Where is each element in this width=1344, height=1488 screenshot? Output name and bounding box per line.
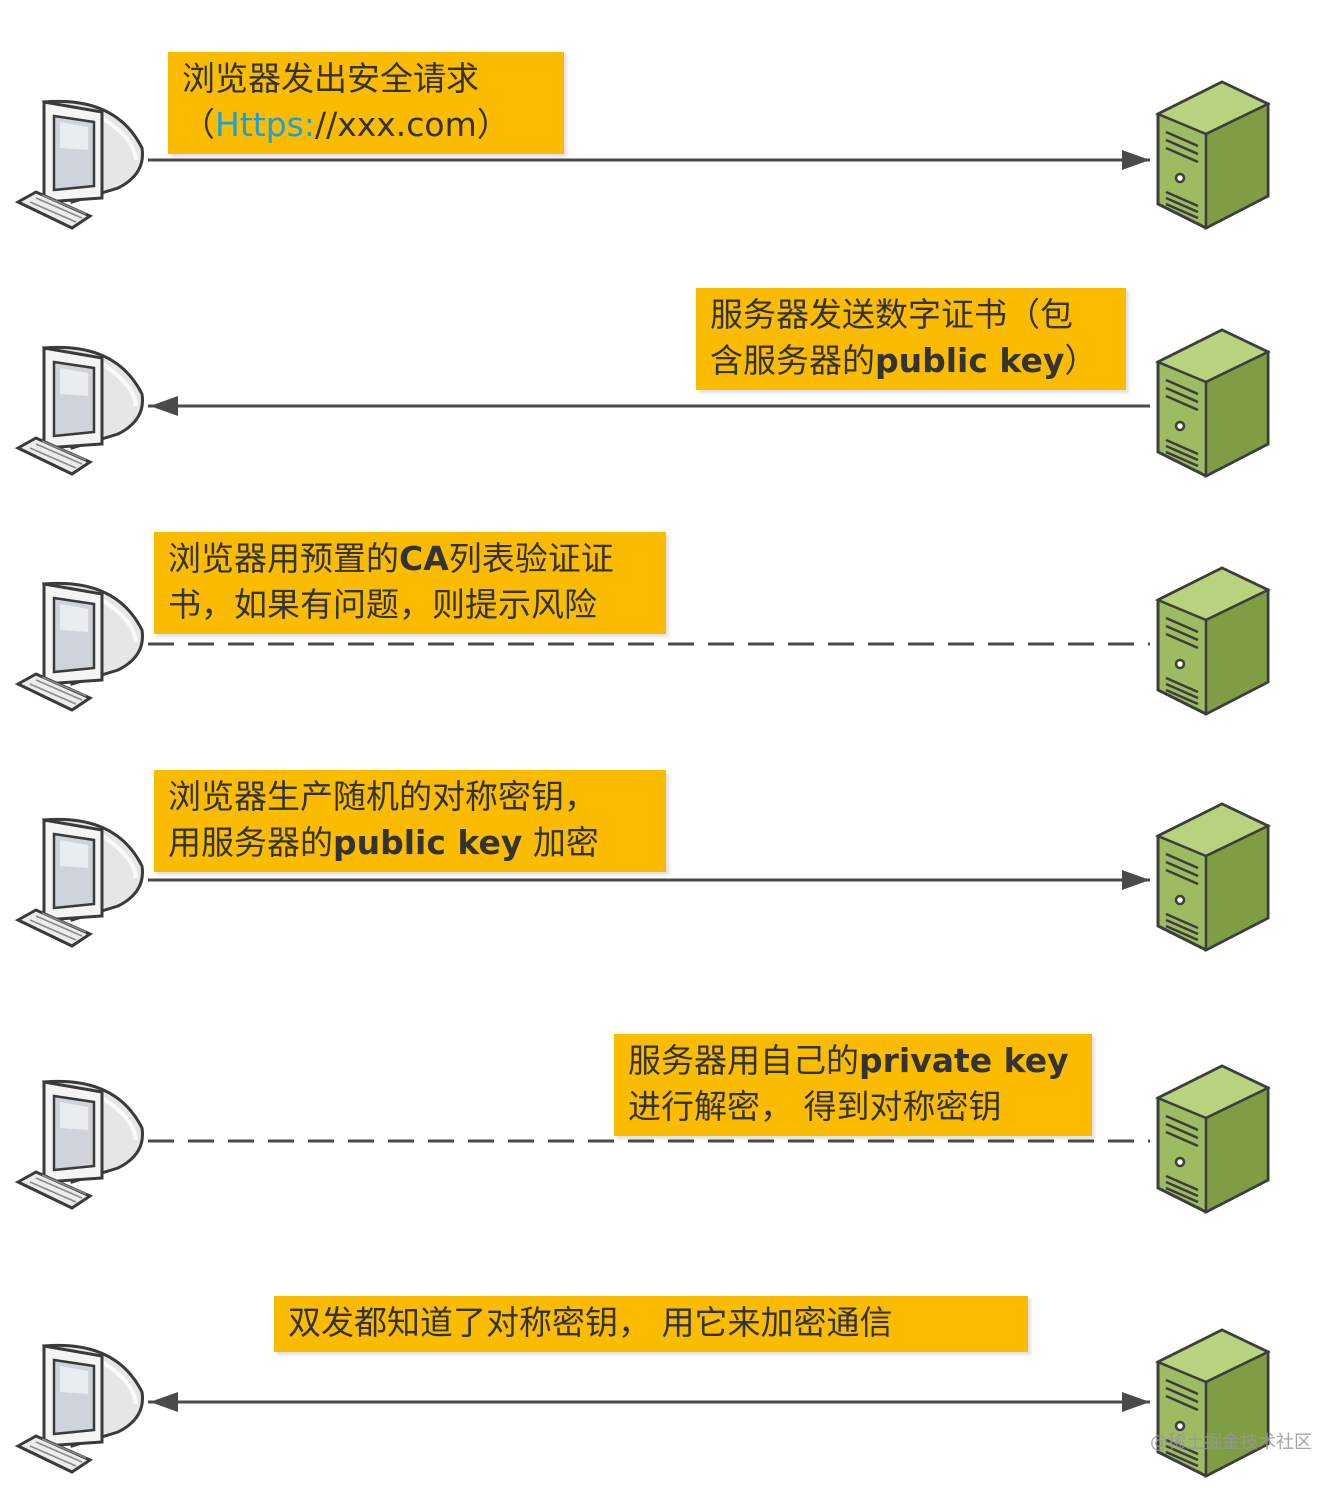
message-line xyxy=(148,870,1150,890)
client-computer-icon xyxy=(6,90,150,234)
message-line xyxy=(148,642,1150,646)
note-text: 用服务器的 xyxy=(168,823,333,862)
note-text: 加密 xyxy=(522,823,599,862)
arrowhead-right xyxy=(1122,1392,1150,1412)
client-computer-icon xyxy=(6,1334,150,1478)
note-text: 浏览器生产随机的对称密钥， xyxy=(168,777,597,816)
message-line xyxy=(148,396,1150,416)
server-icon xyxy=(1150,560,1276,720)
note-line: 进行解密， 得到对称密钥 xyxy=(628,1084,1078,1130)
message-line xyxy=(148,150,1150,170)
step-note: 浏览器生产随机的对称密钥， 用服务器的public key 加密 xyxy=(154,770,666,872)
note-text: public key xyxy=(333,823,523,862)
client-computer-icon xyxy=(6,336,150,480)
note-text: //xxx.com） xyxy=(314,105,510,144)
note-text: 双发都知道了对称密钥， 用它来加密通信 xyxy=(288,1303,893,1342)
note-line: 双发都知道了对称密钥， 用它来加密通信 xyxy=(288,1300,1014,1346)
message-line xyxy=(148,1392,1150,1412)
note-text: 浏览器用预置的 xyxy=(168,539,399,578)
client-computer-icon xyxy=(6,1070,150,1214)
note-text: CA xyxy=(399,539,449,578)
note-line: 浏览器用预置的CA列表验证证 xyxy=(168,536,652,582)
note-line: 书，如果有问题，则提示风险 xyxy=(168,582,652,628)
arrowhead-right xyxy=(1122,870,1150,890)
server-icon xyxy=(1150,1058,1276,1218)
client-computer-icon xyxy=(6,572,150,716)
note-line: 服务器用自己的private key xyxy=(628,1038,1078,1084)
arrowhead-left xyxy=(150,396,178,416)
note-text: 进行解密， 得到对称密钥 xyxy=(628,1087,1002,1126)
step-note: 服务器发送数字证书（包含服务器的public key） xyxy=(696,288,1126,390)
url-text: Https: xyxy=(215,105,315,144)
note-text: 服务器用自己的 xyxy=(628,1041,859,1080)
note-text: 服务器发送数字证书（包 xyxy=(710,295,1073,334)
note-line: 含服务器的public key） xyxy=(710,338,1112,384)
note-text: 书，如果有问题，则提示风险 xyxy=(168,585,597,624)
note-text: public key xyxy=(875,341,1065,380)
message-line xyxy=(148,1139,1150,1143)
arrowhead-left xyxy=(150,1392,178,1412)
note-text: 浏览器发出安全请求 xyxy=(182,59,479,98)
note-text: ） xyxy=(1064,341,1098,380)
note-line: （Https://xxx.com） xyxy=(182,102,550,148)
step-note: 浏览器用预置的CA列表验证证书，如果有问题，则提示风险 xyxy=(154,532,666,634)
watermark: @稀土掘金技术社区 xyxy=(1150,1432,1312,1453)
note-text: 列表验证证 xyxy=(448,539,614,578)
note-line: 服务器发送数字证书（包 xyxy=(710,292,1112,338)
arrowhead-right xyxy=(1122,150,1150,170)
client-computer-icon xyxy=(6,808,150,952)
note-text: （ xyxy=(182,105,215,144)
note-line: 浏览器发出安全请求 xyxy=(182,56,550,102)
note-text: 含服务器的 xyxy=(710,341,875,380)
server-icon xyxy=(1150,1322,1276,1482)
note-text: private key xyxy=(859,1041,1069,1080)
note-line: 用服务器的public key 加密 xyxy=(168,820,652,866)
step-note: 浏览器发出安全请求 （Https://xxx.com） xyxy=(168,52,564,154)
note-line: 浏览器生产随机的对称密钥， xyxy=(168,774,652,820)
server-icon xyxy=(1150,796,1276,956)
step-note: 双发都知道了对称密钥， 用它来加密通信 xyxy=(274,1296,1028,1352)
server-icon xyxy=(1150,74,1276,234)
server-icon xyxy=(1150,322,1276,482)
